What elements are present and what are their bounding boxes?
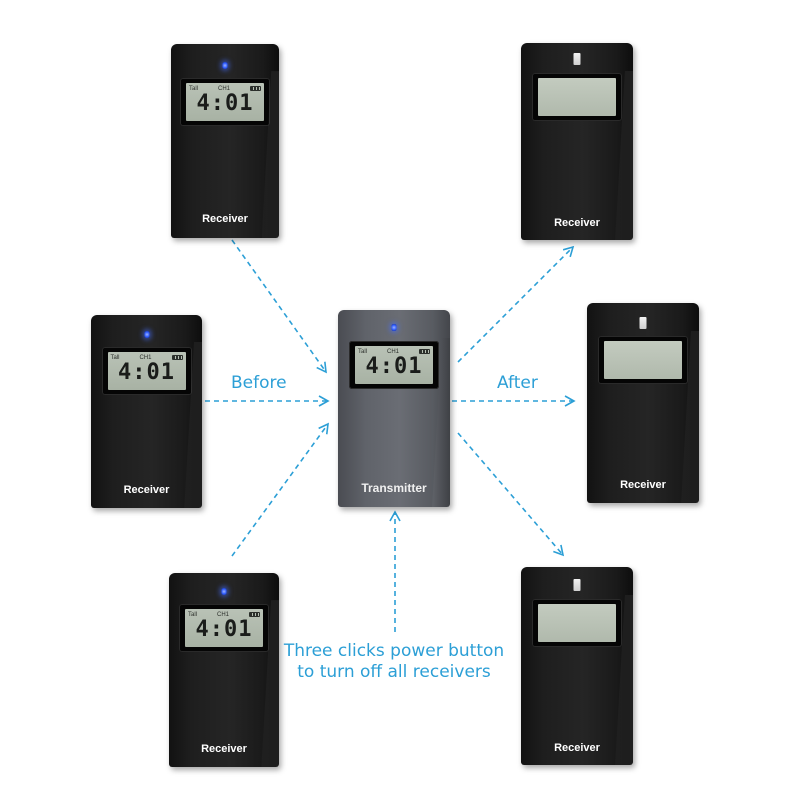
lcd-screen	[598, 336, 688, 384]
channel-indicator: CH1	[387, 349, 400, 355]
battery-icon	[419, 349, 430, 354]
led-off-icon	[573, 579, 581, 591]
blue-led-icon	[221, 588, 227, 595]
lcd-screen: Tall CH1 4:01	[101, 347, 192, 395]
display-time: 4:01	[196, 91, 254, 116]
receiver-label: Receiver	[554, 742, 600, 754]
receiver-before-bottom: Tall CH1 4:01 Receiver	[169, 573, 279, 767]
signal-icon: Tall	[189, 86, 199, 92]
after-label: After	[497, 373, 538, 393]
arrow-transmitter-to-bottom-receiver	[457, 432, 565, 557]
arrow-transmitter-to-top-receiver	[457, 245, 575, 363]
receiver-before-top: Tall CH1 4:01 Receiver	[171, 44, 279, 238]
instruction-text: Three clicks power button to turn off al…	[283, 641, 505, 683]
lcd-display-blank	[538, 604, 616, 642]
receiver-label: Receiver	[123, 484, 170, 496]
channel-indicator: CH1	[217, 612, 230, 618]
lcd-screen: Tall CH1 4:01	[179, 604, 269, 652]
receiver-after-middle: Receiver	[587, 303, 699, 503]
lcd-display: Tall CH1 4:01	[107, 352, 186, 390]
battery-icon	[249, 612, 260, 617]
battery-icon	[171, 355, 183, 360]
lcd-display: Tall CH1 4:01	[355, 346, 433, 384]
blue-led-icon	[144, 331, 149, 338]
receiver-label: Receiver	[554, 217, 600, 229]
battery-icon	[250, 86, 261, 91]
lcd-screen: Tall CH1 4:01	[349, 341, 439, 389]
blue-led-icon	[391, 324, 397, 331]
instruction-line-2: to turn off all receivers	[297, 662, 491, 682]
before-label: Before	[231, 373, 287, 393]
display-time: 4:01	[118, 360, 175, 385]
signal-icon: Tall	[358, 349, 368, 355]
receiver-label: Receiver	[201, 743, 247, 755]
lcd-display: Tall CH1 4:01	[186, 83, 264, 121]
receiver-after-bottom: Receiver	[521, 567, 633, 765]
receiver-label: Receiver	[202, 213, 248, 225]
signal-icon: Tall	[188, 612, 198, 618]
lcd-screen: Tall CH1 4:01	[180, 78, 270, 126]
blue-led-icon	[222, 62, 228, 69]
lcd-display: Tall CH1 4:01	[185, 609, 263, 647]
receiver-label: Receiver	[620, 479, 666, 491]
channel-indicator: CH1	[218, 86, 231, 92]
display-time: 4:01	[195, 617, 253, 642]
signal-icon: Tall	[110, 355, 120, 361]
lcd-display-blank	[604, 341, 682, 379]
led-off-icon	[573, 53, 581, 65]
channel-indicator: CH1	[139, 355, 152, 361]
arrow-top-receiver-to-transmitter	[231, 239, 327, 374]
receiver-after-top: Receiver	[521, 43, 633, 240]
transmitter-device: Tall CH1 4:01 Transmitter	[338, 310, 450, 507]
lcd-display-blank	[538, 78, 616, 116]
lcd-screen	[532, 73, 622, 121]
display-time: 4:01	[365, 354, 423, 379]
arrow-bottom-receiver-to-transmitter	[231, 422, 329, 557]
led-off-icon	[639, 317, 647, 329]
transmitter-label: Transmitter	[361, 481, 427, 495]
instruction-line-1: Three clicks power button	[283, 641, 505, 661]
lcd-screen	[532, 599, 622, 647]
receiver-before-middle: Tall CH1 4:01 Receiver	[91, 315, 202, 508]
